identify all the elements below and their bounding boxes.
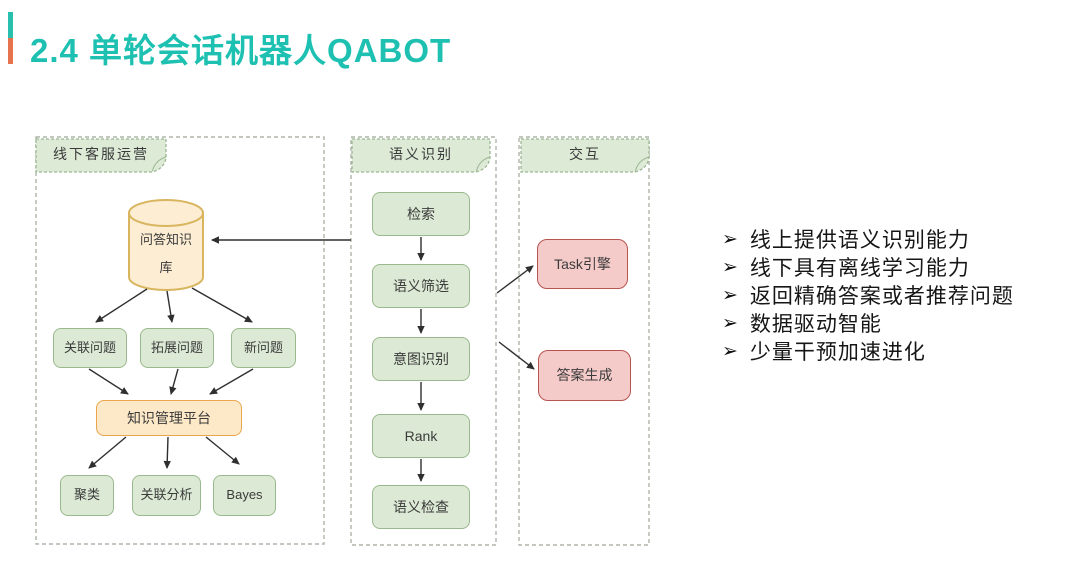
tab-fold-interaction — [635, 156, 650, 172]
feature-bullet-list: ➢ 线上提供语义识别能力 ➢ 线下具有离线学习能力 ➢ 返回精确答案或者推荐问题… — [722, 225, 1014, 365]
group-label-semantic-recognition: 语义识别 — [389, 146, 453, 162]
arrow-platform-to-clustering — [88, 436, 127, 469]
node-clustering: 聚类 — [60, 475, 114, 516]
arrow-kb-to-related — [95, 288, 148, 323]
arrow-kb-to-expanded — [166, 290, 175, 323]
arrow-bullet-icon: ➢ — [722, 340, 738, 362]
bullet-item: ➢ 线下具有离线学习能力 — [722, 253, 1014, 281]
bullet-item: ➢ 返回精确答案或者推荐问题 — [722, 281, 1014, 309]
arrow-expanded-to-platform — [169, 368, 179, 395]
knowledge-base-cylinder-lid — [128, 212, 204, 227]
bullet-text: 数据驱动智能 — [749, 312, 882, 336]
arrow-filter-to-task-engine — [496, 265, 534, 294]
bullet-item: ➢ 少量干预加速进化 — [722, 337, 1014, 365]
node-rank: Rank — [372, 414, 470, 458]
tab-shape-semantic-recognition — [351, 138, 491, 173]
bullet-text: 返回精确答案或者推荐问题 — [749, 284, 1014, 308]
node-knowledge-platform: 知识管理平台 — [96, 400, 242, 436]
node-semantic-check: 语义检查 — [372, 485, 470, 529]
knowledge-base-label-line2: 库 — [159, 260, 173, 275]
arrow-related-to-platform — [88, 368, 129, 395]
bullet-text: 线上提供语义识别能力 — [749, 228, 970, 252]
bullet-text: 线下具有离线学习能力 — [749, 256, 970, 280]
node-related-questions: 关联问题 — [53, 328, 127, 368]
accent-bar-orange — [8, 38, 13, 64]
node-new-questions: 新问题 — [231, 328, 296, 368]
arrow-kb-to-new — [191, 287, 253, 323]
group-label-interaction: 交互 — [569, 146, 601, 162]
knowledge-base-label-line1: 问答知识 — [139, 232, 192, 247]
node-intent-recognition: 意图识别 — [372, 337, 470, 381]
bullet-item: ➢ 线上提供语义识别能力 — [722, 225, 1014, 253]
bullet-item: ➢ 数据驱动智能 — [722, 309, 1014, 337]
group-label-offline-ops: 线下客服运营 — [53, 146, 149, 162]
knowledge-base-cylinder — [128, 199, 204, 291]
knowledge-base-label: 问答知识 库 — [129, 226, 203, 282]
page-title: 2.4 单轮会话机器人QABOT — [30, 32, 452, 69]
tab-fold-semantic-recognition — [476, 156, 491, 172]
container-semantic-recognition — [350, 136, 497, 546]
arrow-bullet-icon: ➢ — [722, 256, 738, 278]
title-accent-bar — [8, 12, 13, 64]
node-association-analysis: 关联分析 — [132, 475, 201, 516]
node-expanded-questions: 拓展问题 — [140, 328, 214, 368]
container-interaction — [518, 136, 650, 546]
node-retrieval: 检索 — [372, 192, 470, 236]
accent-bar-teal — [8, 12, 13, 38]
arrow-intent-to-answer-gen — [498, 341, 535, 370]
arrow-new-to-platform — [209, 368, 254, 395]
node-semantic-filter: 语义筛选 — [372, 264, 470, 308]
node-answer-generation: 答案生成 — [538, 350, 631, 401]
arrow-bullet-icon: ➢ — [722, 312, 738, 334]
bullet-text: 少量干预加速进化 — [749, 340, 926, 364]
arrow-bullet-icon: ➢ — [722, 284, 738, 306]
container-offline-ops — [35, 136, 325, 545]
arrows-group — [88, 236, 535, 482]
tab-fold-offline-ops — [152, 156, 167, 172]
tab-shape-interaction — [520, 138, 650, 173]
node-task-engine: Task引擎 — [537, 239, 628, 289]
node-bayes: Bayes — [213, 475, 276, 516]
arrow-platform-to-bayes — [205, 436, 240, 465]
arrow-bullet-icon: ➢ — [722, 228, 738, 250]
arrow-platform-to-association — [163, 436, 171, 469]
tab-shape-offline-ops — [35, 138, 167, 173]
